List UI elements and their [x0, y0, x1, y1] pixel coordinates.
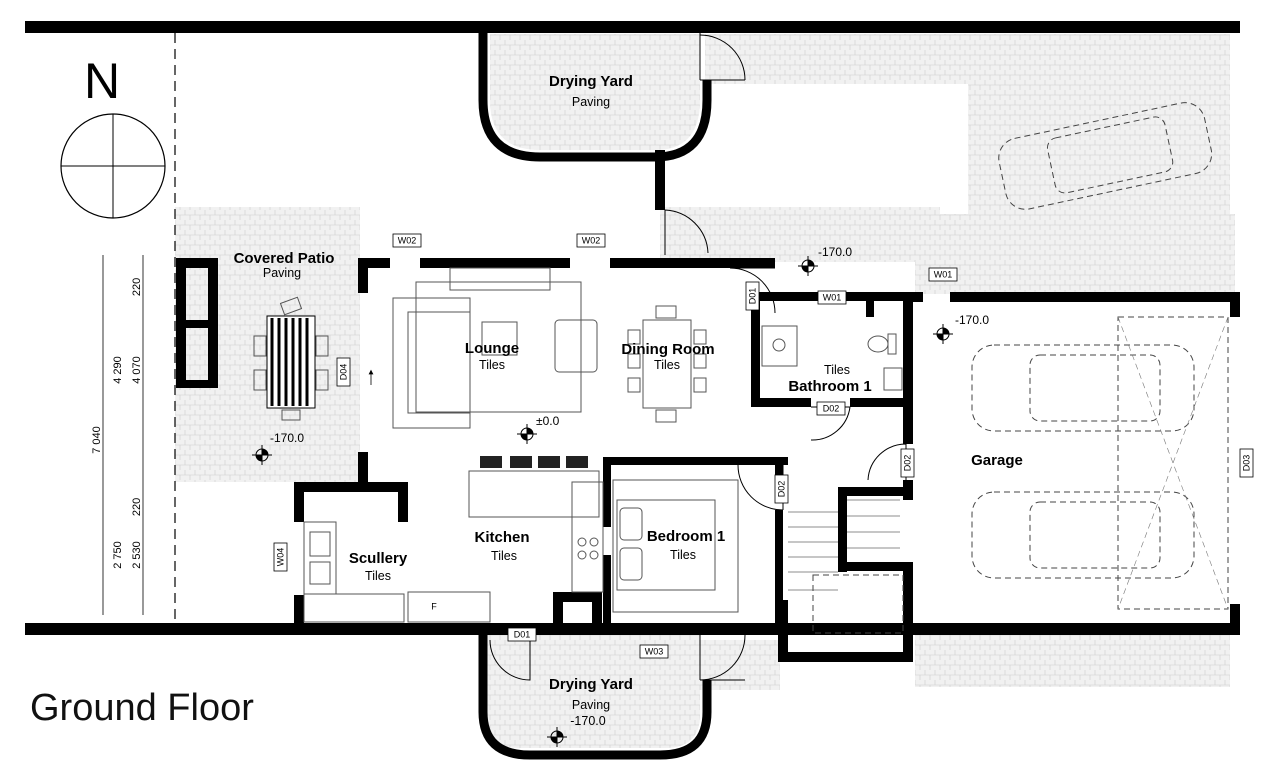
bottom-boundary-wall [25, 623, 1240, 635]
dim-overall: 7 040 [91, 426, 103, 454]
kitchen-finish: Tiles [491, 549, 517, 563]
passage-paving [660, 207, 940, 262]
drying-yard-bottom-paving [485, 632, 700, 748]
lounge-name: Lounge [465, 340, 519, 357]
level-marker [798, 256, 818, 276]
drying-yard-bottom [478, 634, 746, 760]
dim-top-inner: 220 [131, 278, 143, 296]
dim-bottom-outer: 2 750 [112, 541, 124, 569]
tag-d03: D03 [1241, 455, 1251, 472]
level-marker [517, 424, 537, 444]
room-labels: Drying Yard Paving Covered Patio Paving … [234, 73, 1023, 728]
opening-tags: W02 W02 W01 W01 W03 D02 D01 D01 W04 D04 … [273, 233, 1254, 659]
top-right-paving [705, 34, 1230, 84]
drying-yard-top-paving [490, 34, 700, 150]
furniture [253, 267, 904, 634]
passage-level: -170.0 [818, 245, 852, 259]
scullery-finish: Tiles [365, 569, 391, 583]
boundary-walls [25, 21, 1240, 635]
drying-yard-bottom-level: -170.0 [570, 714, 605, 728]
patio-pier [176, 258, 218, 268]
garage-car-top [971, 344, 1195, 432]
level-marker [547, 727, 567, 747]
dimension-labels: 7 040 4 290 4 070 220 220 2 750 2 530 [91, 278, 143, 569]
tag-w01-garage: W01 [934, 269, 953, 279]
lounge-finish: Tiles [479, 358, 505, 372]
drying-yard-top-finish: Paving [572, 95, 610, 109]
dim-mid-inner: 4 070 [131, 356, 143, 384]
level-markers: -170.0 -170.0 -170.0 ±0.0 [252, 245, 989, 747]
tag-d02-garage: D02 [902, 455, 912, 472]
tag-w02-left: W02 [398, 235, 417, 245]
dim-top-outer: 220 [131, 498, 143, 516]
garage-car-bottom [971, 491, 1195, 579]
tag-d01-kitchen: D01 [514, 629, 531, 639]
covered-patio-name: Covered Patio [234, 250, 335, 267]
bottom-passage-paving [700, 640, 780, 690]
dining-room-name: Dining Room [621, 341, 714, 358]
tag-w03: W03 [645, 646, 664, 656]
patio-level: -170.0 [270, 431, 304, 445]
north-label: N [84, 53, 120, 109]
driveway-paving [968, 84, 1230, 214]
tag-d02-bedroom: D02 [776, 481, 786, 498]
bedroom-finish: Tiles [670, 548, 696, 562]
house-walls [176, 258, 1240, 662]
tag-w04: W04 [275, 548, 285, 567]
bottom-right-paving [915, 632, 1230, 687]
lounge-level: ±0.0 [536, 414, 560, 428]
scullery-name: Scullery [349, 550, 408, 567]
drawing-title: Ground Floor [30, 687, 254, 729]
kitchen-name: Kitchen [474, 529, 529, 546]
drying-yard-bottom-name: Drying Yard [549, 676, 633, 693]
tag-d01-dining: D01 [747, 288, 757, 305]
tag-w02-right: W02 [582, 235, 601, 245]
garage-front-paving [915, 214, 1235, 294]
bathroom-finish: Tiles [824, 363, 850, 377]
north-arrow: N [60, 53, 166, 219]
tag-d04: D04 [338, 364, 348, 381]
paved-areas [175, 34, 1235, 748]
bathroom-name: Bathroom 1 [788, 378, 871, 395]
dim-mid-outer: 4 290 [112, 356, 124, 384]
level-marker [933, 324, 953, 344]
top-boundary-wall [25, 21, 1240, 33]
cars [971, 102, 1229, 610]
bedroom-name: Bedroom 1 [647, 528, 725, 545]
garage-name: Garage [971, 452, 1023, 469]
garage-level: -170.0 [955, 313, 989, 327]
level-marker [252, 445, 272, 465]
tag-d02-bathroom: D02 [823, 403, 840, 413]
tag-w01-bathroom: W01 [823, 292, 842, 302]
dining-room-finish: Tiles [654, 358, 680, 372]
drying-yard-top-name: Drying Yard [549, 73, 633, 90]
dim-bottom-inner: 2 530 [131, 541, 143, 569]
covered-patio-finish: Paving [263, 266, 301, 280]
drying-yard-top [478, 33, 746, 210]
tag-fridge: F [431, 601, 437, 611]
drying-yard-bottom-finish: Paving [572, 698, 610, 712]
driveway-car [998, 102, 1213, 210]
